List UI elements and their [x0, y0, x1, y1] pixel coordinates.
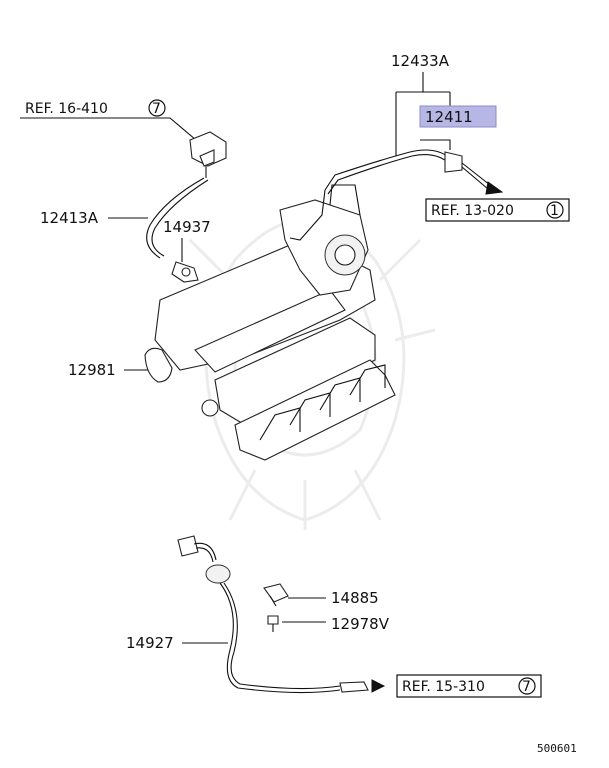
- part-12411-highlight: [419, 105, 497, 128]
- ref-13-020-circle: [546, 201, 564, 219]
- part-14885-label: 14885: [331, 589, 379, 607]
- bracket-14885: [263, 583, 289, 607]
- ref-16-410-callout[interactable]: REF. 16-410 7: [20, 99, 197, 141]
- part-12411-callout[interactable]: 12411: [419, 105, 497, 150]
- ref-15-310-circle: [518, 677, 536, 695]
- part-12981-callout[interactable]: 12981: [68, 361, 148, 379]
- sensor-14937: [171, 261, 199, 283]
- harness-12411: [289, 149, 504, 241]
- ref-15-310-callout[interactable]: REF. 15-310 7: [396, 674, 542, 698]
- part-12981-label: 12981: [68, 361, 116, 379]
- ref-15-310-label: REF. 15-310: [402, 679, 485, 695]
- ref-15-310-box: [396, 674, 542, 698]
- ref-16-410-circle: [148, 99, 166, 117]
- part-12411-leader: [420, 139, 451, 150]
- vacuum-connector: [189, 131, 227, 178]
- part-14937-label: 14937: [163, 218, 211, 236]
- part-12433A-callout[interactable]: 12433A: [391, 52, 451, 156]
- part-14937-callout[interactable]: 14937: [163, 218, 211, 262]
- part-12413A-callout[interactable]: 12413A: [40, 209, 148, 227]
- part-12413A-label: 12413A: [40, 209, 99, 227]
- diagram-code: 500601: [537, 742, 577, 755]
- part-14927-label: 14927: [126, 634, 174, 652]
- part-12978V-label: 12978V: [331, 615, 390, 633]
- part-14927-callout[interactable]: 14927: [126, 634, 228, 652]
- bolt-12978V: [267, 615, 279, 632]
- ref-16-410-label: REF. 16-410: [25, 101, 108, 117]
- part-12433A-label: 12433A: [391, 52, 450, 70]
- ref-15-310-number: 7: [522, 679, 531, 695]
- hose-12413A: [146, 177, 209, 259]
- part-12411-label: 12411: [425, 108, 473, 126]
- part-12978V-callout[interactable]: 12978V: [282, 615, 390, 633]
- ref-13-020-label: REF. 13-020: [431, 203, 514, 219]
- ref-13-020-number: 1: [550, 203, 559, 219]
- ref-13-020-box: [425, 198, 570, 222]
- ref-16-410-number: 7: [152, 101, 161, 117]
- part-12433A-leader: [395, 72, 451, 156]
- ref-16-410-leader: [20, 117, 197, 141]
- ref-13-020-callout[interactable]: REF. 13-020 1: [425, 198, 570, 222]
- sensor-14927: [177, 535, 386, 694]
- part-14885-callout[interactable]: 14885: [288, 589, 379, 607]
- intake-manifold: [144, 184, 396, 461]
